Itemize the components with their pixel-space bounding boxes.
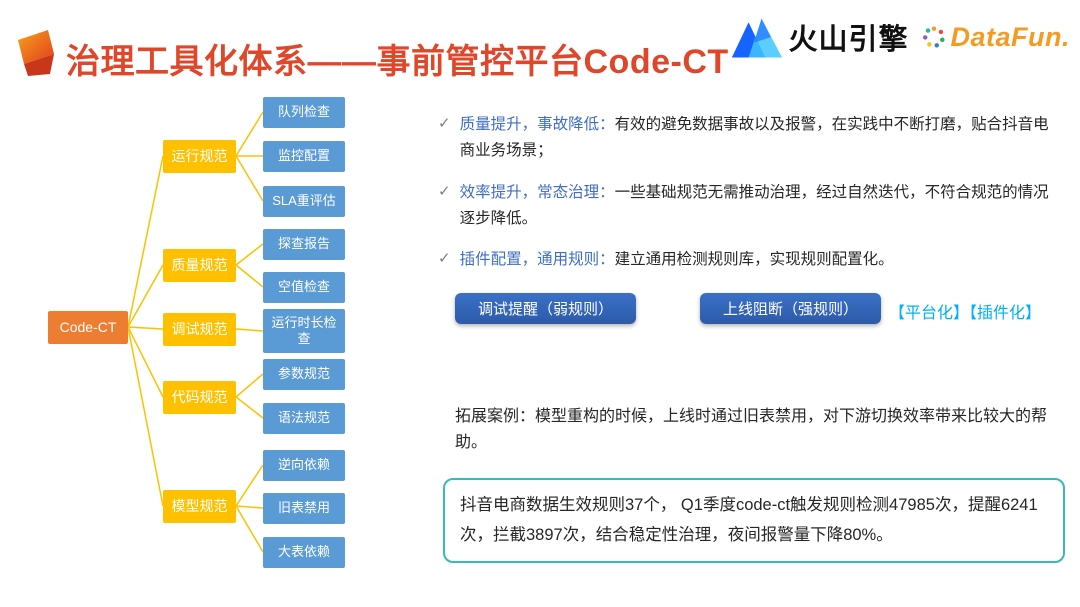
leaf-syntax-spec: 语法规范: [263, 403, 345, 434]
leaf-probe-report: 探查报告: [263, 229, 345, 260]
bullet-quality-highlight: 质量提升，事故降低：: [459, 116, 615, 133]
bullet-quality-text: 质量提升，事故降低：有效的避免数据事故以及报警，在实践中不断打磨，贴合抖音电商业…: [460, 112, 1063, 165]
launch-block-strong-rule-button[interactable]: 上线阻断（强规则）: [700, 293, 881, 324]
bullet-quality-body: 有效的避免数据事故以及报警，在实践中不断打磨，贴合抖音电商业务场景；: [459, 116, 1049, 160]
datafun-logo: DataFun.: [922, 22, 1070, 53]
branch-quality-spec: 质量规范: [163, 249, 236, 282]
bullet-plugin-text: 插件配置，通用规则：建立通用检测规则库，实现规则配置化。: [460, 247, 894, 273]
bullet-plugin-highlight: 插件配置，通用规则：: [459, 251, 615, 269]
case-example-text: 拓展案例：模型重构的时候，上线时通过旧表禁用，对下游切换效率带来比较大的帮助。: [455, 408, 1048, 451]
summary-stats-box: 抖音电商数据生效规则37个， Q1季度code-ct触发规则检测47985次，提…: [443, 478, 1065, 564]
volcano-engine-logo-text: 火山引擎: [788, 24, 909, 56]
tree-root-code-ct: Code-CT: [48, 311, 128, 344]
starburst-icon: [923, 26, 946, 48]
leaf-queue-check: 队列检查: [263, 97, 345, 128]
bullet-quality: ✓ 质量提升，事故降低：有效的避免数据事故以及报警，在实践中不断打磨，贴合抖音电…: [438, 112, 1063, 165]
bullet-efficiency-body: 一些基础规范无需推动治理，经过自然迭代，不符合规范的情况逐步降低。: [459, 183, 1049, 228]
bullet-efficiency: ✓ 效率提升，常态治理：一些基础规范无需推动治理，经过自然迭代，不符合规范的情况…: [438, 180, 1063, 233]
branch-code-spec: 代码规范: [163, 381, 236, 414]
leaf-null-check: 空值检查: [263, 272, 345, 303]
leaf-large-table-dependency: 大表依赖: [263, 537, 345, 568]
leaf-sla-reassess: SLA重评估: [263, 186, 345, 217]
branch-model-spec: 模型规范: [163, 490, 236, 523]
mountain-icon: [732, 18, 783, 58]
debug-reminder-weak-rule-button[interactable]: 调试提醒（弱规则）: [455, 293, 636, 324]
volcano-engine-logo: 火山引擎: [730, 16, 908, 58]
bullet-plugin-body: 建立通用检测规则库，实现规则配置化。: [614, 251, 894, 269]
bullet-efficiency-text: 效率提升，常态治理：一些基础规范无需推动治理，经过自然迭代，不符合规范的情况逐步…: [460, 180, 1063, 233]
title-ribbon-icon: [18, 30, 54, 76]
bullet-plugin: ✓ 插件配置，通用规则：建立通用检测规则库，实现规则配置化。: [438, 247, 1063, 273]
leaf-monitor-config: 监控配置: [263, 141, 345, 172]
page-title: 治理工具化体系——事前管控平台Code-CT: [66, 43, 729, 81]
leaf-old-table-disable: 旧表禁用: [263, 493, 345, 524]
header-logos: 火山引擎 DataFun.: [730, 16, 1070, 58]
checkmark-icon: ✓: [438, 250, 451, 268]
bullet-efficiency-highlight: 效率提升，常态治理：: [459, 183, 615, 201]
benefit-bullets: ✓ 质量提升，事故降低：有效的避免数据事故以及报警，在实践中不断打磨，贴合抖音电…: [438, 112, 1063, 289]
checkmark-icon: ✓: [438, 115, 451, 132]
leaf-param-spec: 参数规范: [263, 359, 345, 390]
leaf-runtime-duration-check: 运行时长检查: [263, 309, 345, 353]
datafun-logo-text: DataFun.: [950, 21, 1070, 52]
leaf-reverse-dependency: 逆向依赖: [263, 450, 345, 481]
checkmark-icon: ✓: [438, 182, 451, 200]
platform-plugin-tags: 【平台化】【插件化】: [889, 305, 1042, 322]
branch-operation-spec: 运行规范: [163, 140, 236, 173]
branch-debug-spec: 调试规范: [163, 313, 236, 346]
